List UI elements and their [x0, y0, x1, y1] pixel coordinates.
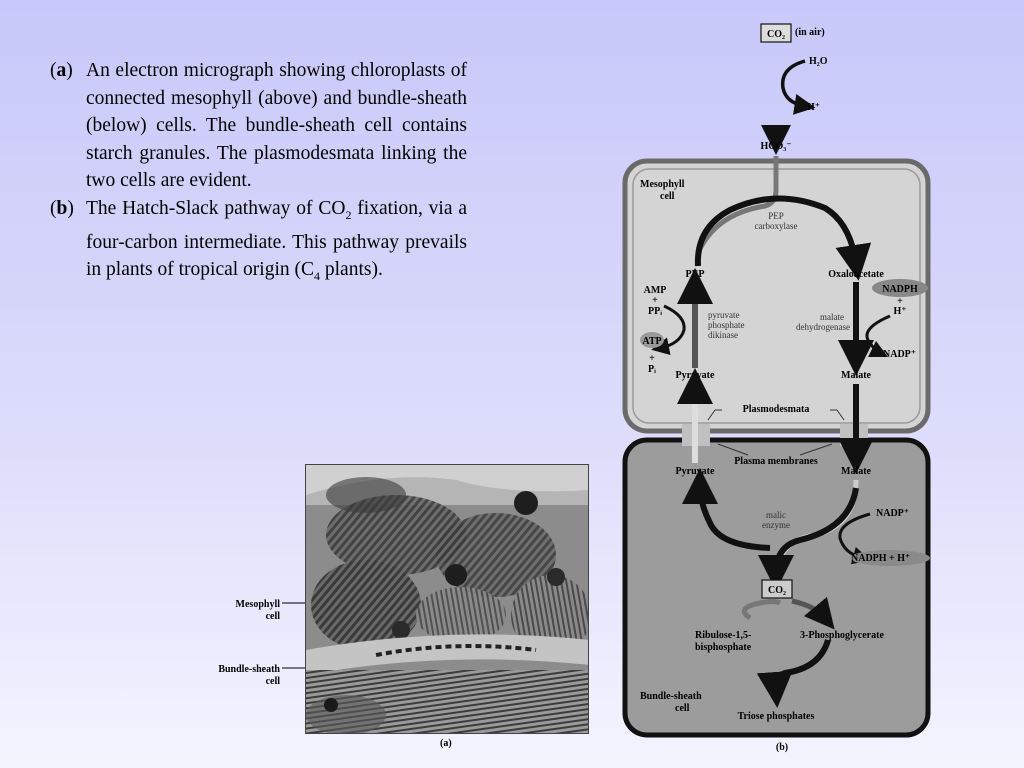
caption-a-text: An electron micrograph showing chloropla… — [86, 60, 467, 191]
svg-text:cell: cell — [675, 703, 690, 714]
svg-text:PPᵢ: PPᵢ — [648, 306, 662, 317]
h2o-arrow — [780, 59, 816, 115]
svg-text:PEP: PEP — [768, 211, 784, 221]
caption-a-label: a — [56, 60, 67, 81]
svg-text:H⁺: H⁺ — [807, 102, 820, 113]
svg-text:+: + — [897, 296, 903, 307]
plasmodesmata-label: Plasmodesmata — [743, 404, 810, 415]
malate-bottom-label: Malate — [841, 466, 872, 477]
svg-text:(in air): (in air) — [795, 27, 825, 38]
svg-text:H₂O: H₂O — [809, 56, 828, 67]
svg-text:NADP⁺: NADP⁺ — [883, 349, 916, 360]
svg-text:NADPH + H⁺: NADPH + H⁺ — [851, 553, 910, 564]
co2-box — [761, 579, 793, 599]
mesophyll-cell-label: Mesophyll — [640, 179, 685, 190]
nadph-highlight — [872, 279, 928, 297]
atp-highlight — [640, 332, 664, 348]
label-mesophyll-cell: Mesophyll — [236, 599, 281, 610]
panel-label-b: (b) — [776, 742, 788, 753]
co2-air-box — [760, 23, 792, 43]
svg-text:enzyme: enzyme — [762, 520, 790, 530]
caption-item-b: (b) The Hatch-Slack pathway of CO2 fixat… — [50, 195, 467, 291]
svg-text:cell: cell — [266, 676, 281, 687]
svg-text:AMP: AMP — [644, 285, 667, 296]
svg-text:CO₂: CO₂ — [767, 29, 785, 40]
nadph-bottom-highlight — [850, 550, 930, 566]
pyruvate-top-label: Pyruvate — [676, 370, 715, 381]
malate-top-label: Malate — [841, 370, 872, 381]
pep-carboxylase-arrow — [694, 195, 872, 281]
rubp-label: Ribulose-1,5- — [695, 630, 751, 641]
bundle-sheath-label: Bundle-sheath — [640, 691, 702, 702]
pyruvate-bottom-label: Pyruvate — [676, 466, 715, 477]
svg-text:H⁺: H⁺ — [893, 306, 906, 317]
carbon-fixation-arrow — [791, 596, 835, 630]
oxaloacetate-label: Oxaloacetate — [828, 269, 884, 280]
svg-text:carboxylase: carboxylase — [755, 221, 798, 231]
svg-text:ATP: ATP — [642, 336, 661, 347]
svg-text:NADPH: NADPH — [882, 284, 918, 295]
micrograph-labels: Mesophyll cell Bundle-sheath cell — [218, 599, 305, 687]
svg-text:CO₂: CO₂ — [768, 585, 786, 596]
caption-b-text: The Hatch-Slack pathway of CO2 fixation,… — [86, 197, 467, 284]
svg-text:HCO₃⁻: HCO₃⁻ — [760, 141, 791, 152]
malic-enzyme-arrow — [682, 468, 771, 551]
hatch-slack-diagram: CO₂ (in air) H₂O H⁺ HCO₃⁻ Mesophyll cell… — [600, 18, 940, 763]
caption-item-a: (a) An electron micrograph showing chlor… — [50, 57, 467, 195]
pga-label: 3-Phosphoglycerate — [800, 630, 884, 641]
triose-arrow — [756, 639, 831, 708]
svg-text:malate: malate — [820, 312, 844, 322]
electron-micrograph-image — [305, 464, 589, 734]
svg-text:cell: cell — [266, 611, 281, 622]
svg-text:phosphate: phosphate — [708, 320, 745, 330]
pep-label: PEP — [686, 269, 705, 280]
svg-text:NADP⁺: NADP⁺ — [876, 508, 909, 519]
caption: (a) An electron micrograph showing chlor… — [50, 57, 467, 291]
svg-text:dehydrogenase: dehydrogenase — [796, 322, 850, 332]
triose-phosphates-label: Triose phosphates — [738, 711, 815, 722]
svg-text:Pᵢ: Pᵢ — [648, 364, 656, 375]
caption-b-label: b — [56, 197, 68, 219]
svg-text:+: + — [649, 353, 655, 364]
svg-text:bisphosphate: bisphosphate — [695, 642, 752, 653]
svg-text:malic: malic — [766, 510, 786, 520]
panel-label-a: (a) — [440, 738, 452, 749]
svg-text:dikinase: dikinase — [708, 330, 738, 340]
svg-text:cell: cell — [660, 191, 675, 202]
svg-text:pyruvate: pyruvate — [708, 310, 740, 320]
plasma-membranes-label: Plasma membranes — [734, 456, 818, 467]
svg-text:+: + — [652, 295, 658, 306]
label-bundle-sheath-cell: Bundle-sheath — [218, 664, 280, 675]
